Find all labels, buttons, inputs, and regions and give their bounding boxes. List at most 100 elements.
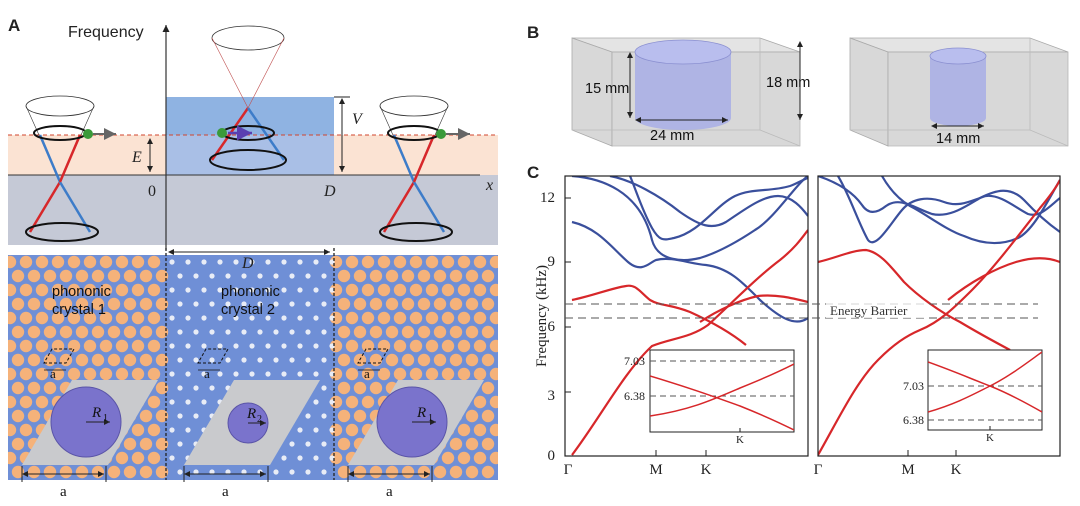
- lattice-dot: [265, 259, 271, 265]
- lattice-dot: [131, 255, 145, 269]
- lattice-dot: [11, 269, 25, 283]
- lattice-dot: [185, 399, 191, 405]
- lattice-dot: [201, 259, 207, 265]
- lattice-dot: [139, 465, 153, 479]
- lattice-dot: [329, 259, 335, 265]
- lattice-dot: [27, 381, 41, 395]
- lattice-dot: [249, 371, 255, 377]
- lattice-dot: [369, 465, 383, 479]
- svg-text:a: a: [50, 366, 56, 381]
- lattice-dot: [139, 325, 153, 339]
- lattice-dot: [409, 367, 423, 381]
- lattice-dot: [99, 339, 113, 353]
- lattice-dot: [91, 465, 105, 479]
- lattice-dot: [155, 409, 169, 423]
- lattice-dot: [361, 311, 375, 325]
- lattice-dot: [449, 437, 463, 451]
- lattice-dot: [131, 339, 145, 353]
- lattice-dot: [91, 269, 105, 283]
- lattice-dot: [369, 381, 383, 395]
- lattice-dot: [51, 339, 65, 353]
- band-plot-right: [817, 175, 1061, 457]
- lattice-dot: [273, 329, 279, 335]
- lattice-dot: [217, 287, 223, 293]
- lattice-dot: [99, 283, 113, 297]
- y-tick-12: 12: [540, 190, 555, 206]
- lattice-dot: [155, 297, 169, 311]
- lattice-dot: [35, 255, 49, 269]
- lattice-dot: [201, 315, 207, 321]
- lattice-dot: [209, 273, 215, 279]
- lattice-dot: [177, 469, 183, 475]
- lattice-dot: [305, 357, 311, 363]
- lattice-dot: [297, 259, 303, 265]
- lattice-dot: [233, 371, 239, 377]
- lattice-dot: [115, 367, 129, 381]
- energy-barrier-label: Energy Barrier: [830, 303, 908, 318]
- tick-marks: [565, 197, 957, 456]
- lattice-dot: [265, 343, 271, 349]
- panel-a: A Frequency x 0 D E V: [8, 16, 498, 506]
- lattice-dot: [43, 269, 57, 283]
- lattice-dot: [67, 283, 81, 297]
- lattice-dot: [185, 259, 191, 265]
- lattice-dot: [313, 343, 319, 349]
- x-tick-left-m: M: [649, 462, 662, 478]
- lattice-dot: [329, 451, 343, 465]
- lattice-dot: [329, 371, 335, 377]
- lattice-dot: [8, 395, 17, 409]
- lattice-dot: [433, 325, 447, 339]
- lattice-dot: [297, 371, 303, 377]
- lattice-dot: [123, 325, 137, 339]
- lattice-dot: [83, 311, 97, 325]
- lattice-dot: [489, 423, 498, 437]
- lower-gap-region: [8, 175, 498, 245]
- x-axis-label: x: [485, 177, 493, 194]
- lattice-dot: [43, 465, 57, 479]
- resonator-box-1: 15 mm 24 mm 18 mm: [571, 37, 810, 147]
- lattice-dot: [147, 395, 161, 409]
- x-tick-right-gamma: Γ: [814, 462, 823, 478]
- lattice-dot: [169, 315, 175, 321]
- y-axis-label: Frequency (kHz): [534, 265, 550, 367]
- lattice-dot: [369, 269, 383, 283]
- lattice-dot: [139, 297, 153, 311]
- lattice-dot: [59, 269, 73, 283]
- lattice-dot: [27, 269, 41, 283]
- inset-left-x-k: K: [736, 434, 744, 446]
- lattice-dot: [177, 385, 183, 391]
- lattice-dot: [329, 255, 343, 269]
- lattice-dot: [51, 367, 65, 381]
- svg-text:a: a: [364, 366, 370, 381]
- a-bottom-2: a: [222, 484, 229, 500]
- lattice-dot: [297, 427, 303, 433]
- y-tick-6: 6: [548, 319, 556, 335]
- lattice-dot: [241, 329, 247, 335]
- lattice-dot: [177, 329, 183, 335]
- lattice-dot: [321, 301, 327, 307]
- lattice-dot: [11, 437, 25, 451]
- lattice-dot: [329, 315, 335, 321]
- lattice-dot: [393, 255, 407, 269]
- unit-cell-small-2: a: [197, 348, 229, 381]
- lattice-dot: [155, 381, 169, 395]
- lattice-dot: [147, 423, 161, 437]
- lattice-dot: [8, 367, 17, 381]
- lattice-dot: [67, 255, 81, 269]
- lattice-dot: [441, 367, 455, 381]
- lattice-dot: [465, 465, 479, 479]
- lattice-dot: [449, 325, 463, 339]
- lattice-dot: [249, 287, 255, 293]
- lattice-dot: [185, 315, 191, 321]
- lattice-dot: [449, 297, 463, 311]
- lattice-dot: [385, 269, 399, 283]
- y-tick-0: 0: [548, 448, 556, 464]
- lattice-dot: [35, 283, 49, 297]
- lattice-dot: [273, 357, 279, 363]
- lattice-dot: [417, 465, 431, 479]
- lattice-dot: [465, 297, 479, 311]
- lattice-dot: [265, 287, 271, 293]
- lattice-dot: [233, 259, 239, 265]
- lattice-dot: [75, 269, 89, 283]
